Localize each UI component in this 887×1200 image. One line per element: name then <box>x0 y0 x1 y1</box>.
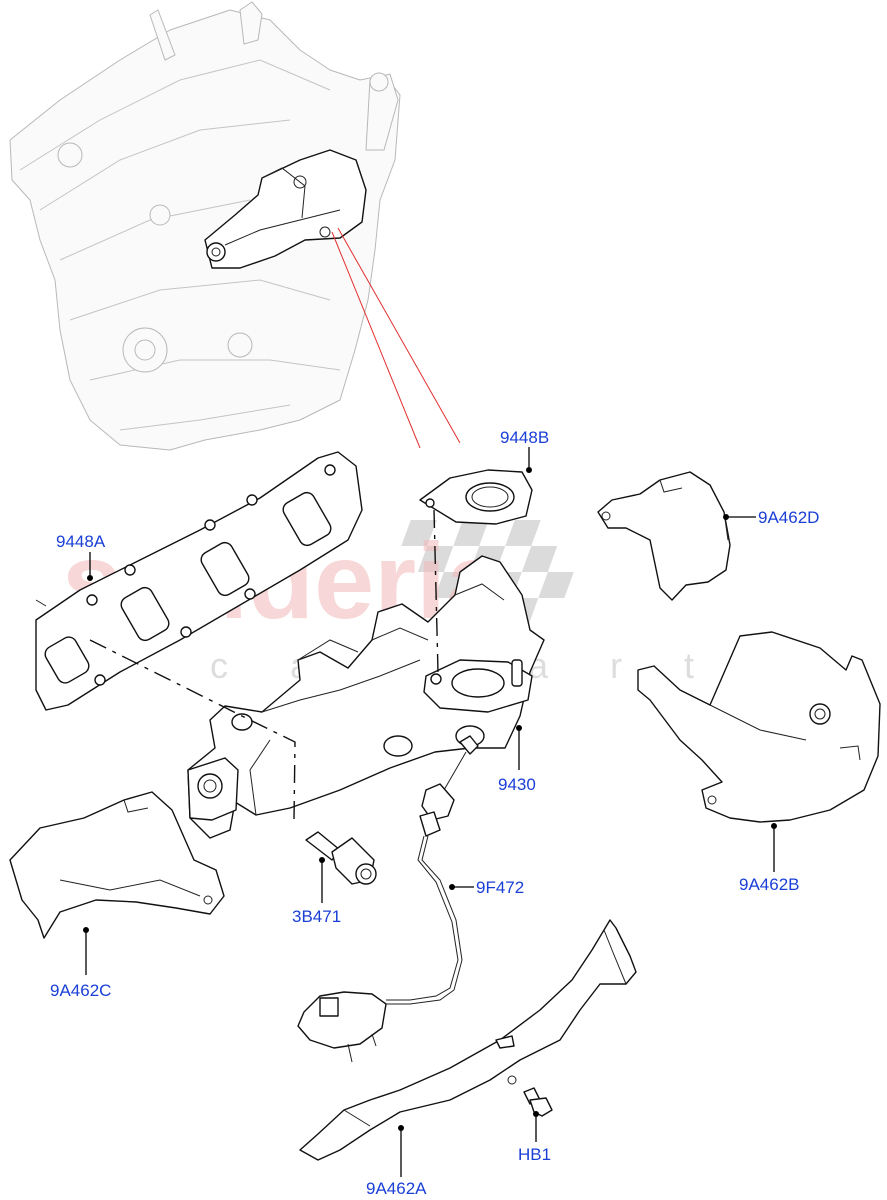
heat-shield-c <box>9 791 225 939</box>
oxygen-sensor <box>297 735 479 1063</box>
engine-block <box>9 1 401 451</box>
part-label-9A462A[interactable]: 9A462A <box>366 1179 427 1198</box>
pointer-lines <box>331 227 461 449</box>
part-label-9A462B[interactable]: 9A462B <box>739 875 800 894</box>
part-label-3B471[interactable]: 3B471 <box>292 907 341 926</box>
part-label-9A462D[interactable]: 9A462D <box>758 508 819 527</box>
heat-shield-a <box>299 919 637 1161</box>
manifold-gasket <box>35 451 363 711</box>
part-label-9A462C[interactable]: 9A462C <box>50 981 111 1000</box>
leader-lines <box>83 447 777 1177</box>
part-label-9448B[interactable]: 9448B <box>500 428 549 447</box>
assembly-lines <box>89 509 439 821</box>
heat-shield-b <box>637 631 881 823</box>
part-labels: 9448B 9A462D 9448A 9430 9F472 9A462B 3B4… <box>50 428 819 1198</box>
temperature-sensor <box>305 831 377 885</box>
part-label-9448A[interactable]: 9448A <box>56 532 106 551</box>
exhaust-manifold <box>187 555 545 839</box>
part-label-9430[interactable]: 9430 <box>498 775 536 794</box>
part-label-9F472[interactable]: 9F472 <box>476 878 524 897</box>
heat-shield-d <box>597 471 731 601</box>
flange-gasket <box>419 469 533 525</box>
part-label-HB1[interactable]: HB1 <box>518 1145 551 1164</box>
